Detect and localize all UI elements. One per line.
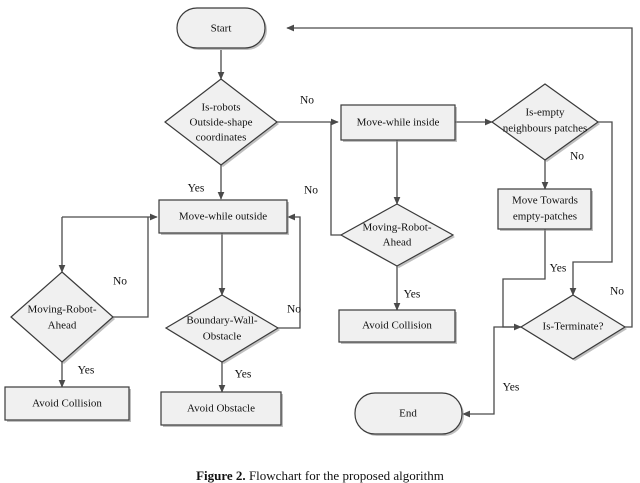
node-boundary-wall-label-line2: Obstacle	[203, 331, 242, 343]
node-is-outside-label-line3: coordinates	[196, 132, 247, 144]
node-move-outside-label: Move-while outside	[179, 211, 267, 223]
figure-caption-label: Figure 2.	[196, 468, 246, 483]
node-avoid-collision-left[interactable]: Avoid Collision	[4, 386, 131, 422]
node-boundary-wall[interactable]: Boundary-Wall- Obstacle	[164, 294, 280, 364]
edges-layer	[58, 24, 633, 418]
node-avoid-collision-left-label: Avoid Collision	[32, 398, 102, 410]
edge-label-no-is-terminate: No	[610, 286, 624, 298]
node-start-label: Start	[211, 23, 232, 35]
node-is-empty-label-line2: neighbours patches	[503, 123, 588, 135]
node-move-inside[interactable]: Move-while inside	[340, 104, 457, 142]
node-avoid-obstacle-label: Avoid Obstacle	[187, 403, 255, 415]
node-end[interactable]: End	[354, 392, 464, 436]
edge-is-terminate-no-to-start	[286, 24, 633, 328]
edge-is-empty-no-to-is-terminate	[569, 121, 613, 296]
node-mra-mid-label-line1: Moving-Robot-	[362, 222, 431, 234]
figure-caption-text: Flowchart for the proposed algorithm	[248, 468, 444, 483]
edge-label-yes-is-empty: Yes	[550, 263, 567, 275]
edge-mra-left-no-loop	[113, 217, 149, 318]
node-start[interactable]: Start	[176, 7, 267, 50]
node-mra-left[interactable]: Moving-Robot- Ahead	[10, 271, 115, 364]
node-avoid-obstacle[interactable]: Avoid Obstacle	[160, 391, 283, 427]
node-mra-left-label-line1: Moving-Robot-	[27, 304, 96, 316]
edge-label-no-mra-mid: No	[304, 185, 318, 197]
edge-move-towards-to-is-terminate	[502, 229, 546, 331]
node-mra-left-label-line2: Ahead	[48, 320, 77, 332]
figure-caption: Figure 2. Flowchart for the proposed alg…	[0, 466, 640, 483]
edge-label-no-boundary-wall: No	[287, 304, 301, 316]
edge-labels-layer: No Yes No No Yes No Yes Yes No Yes No Ye…	[78, 95, 625, 394]
edge-label-yes-mra-mid: Yes	[404, 289, 421, 301]
edge-label-yes-mra-left: Yes	[78, 365, 95, 377]
edge-mra-mid-to-move-inside	[330, 122, 341, 236]
node-move-inside-label: Move-while inside	[357, 117, 440, 129]
edge-label-no-is-empty: No	[570, 151, 584, 163]
node-is-empty[interactable]: Is-empty neighbours patches	[490, 83, 600, 162]
edge-is-terminate-yes-to-end	[462, 326, 521, 418]
node-is-outside-label-line2: Outside-shape	[190, 117, 253, 129]
edge-label-no-mra-left: No	[113, 276, 127, 288]
node-move-towards-label-line1: Move Towards	[512, 195, 578, 207]
edge-label-yes-is-terminate: Yes	[503, 382, 520, 394]
node-is-outside[interactable]: Is-robots Outside-shape coordinates	[164, 78, 279, 167]
node-is-outside-label-line1: Is-robots	[201, 102, 240, 114]
node-mra-mid[interactable]: Moving-Robot- Ahead	[339, 203, 455, 268]
node-avoid-collision-mid[interactable]: Avoid Collision	[338, 309, 457, 344]
node-boundary-wall-label-line1: Boundary-Wall-	[186, 315, 258, 327]
edge-boundary-wall-no-to-move-outside	[278, 213, 301, 329]
edge-label-yes-is-outside: Yes	[188, 183, 205, 195]
node-is-terminate[interactable]: Is-Terminate?	[519, 294, 627, 361]
node-is-empty-label-line1: Is-empty	[525, 107, 565, 119]
node-end-label: End	[399, 408, 417, 420]
node-mra-mid-label-line2: Ahead	[383, 237, 412, 249]
node-move-towards[interactable]: Move Towards empty-patches	[497, 188, 593, 231]
node-avoid-collision-mid-label: Avoid Collision	[362, 320, 432, 332]
node-move-outside[interactable]: Move-while outside	[158, 199, 289, 235]
node-move-towards-label-line2: empty-patches	[513, 211, 577, 223]
edge-label-no-is-outside: No	[300, 95, 314, 107]
edge-label-yes-boundary-wall: Yes	[235, 369, 252, 381]
node-is-terminate-label: Is-Terminate?	[543, 321, 604, 333]
